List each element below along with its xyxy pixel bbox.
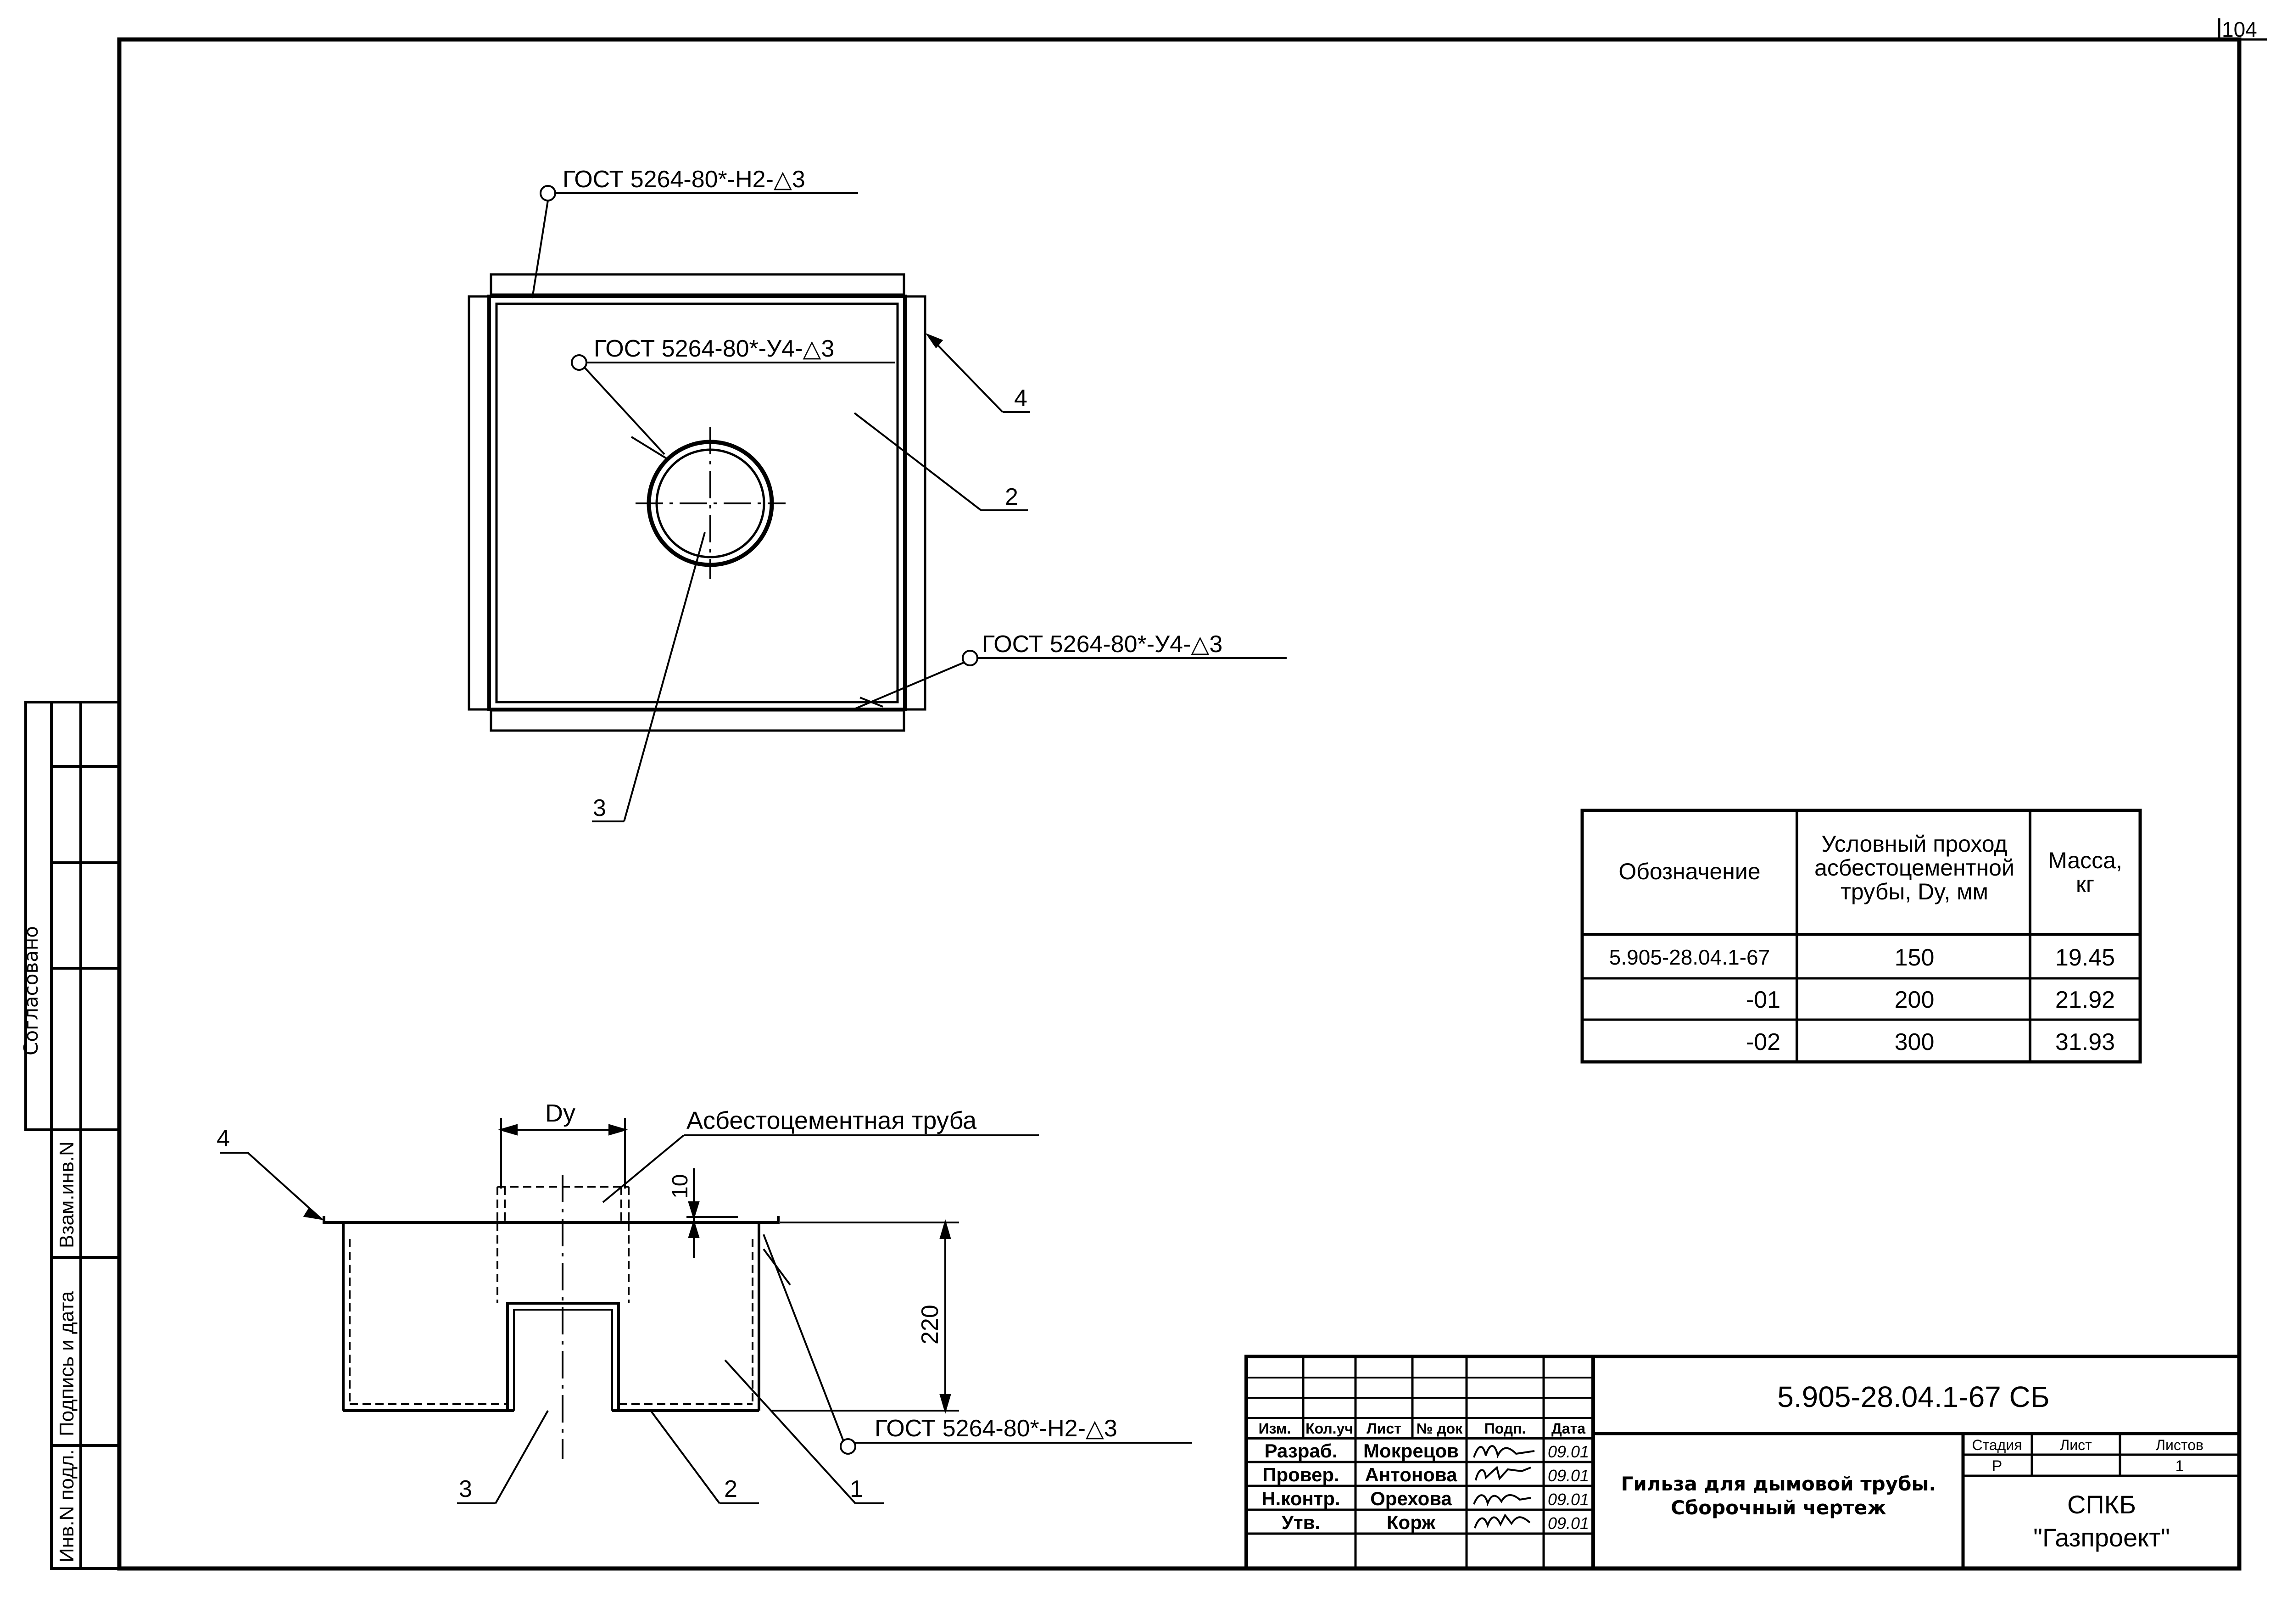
sheets-label: Листов [2156,1437,2203,1453]
date-norm-control: 09.01 [1548,1490,1589,1509]
role-checker: Провер. [1262,1464,1339,1485]
table-row-designation: -01 [1746,987,1780,1013]
side-sign-date-label: Подпись и дата [56,1291,78,1436]
doc-title-line-2: Сборочный чертеж [1671,1496,1886,1519]
top-pos-3: 3 [593,795,606,821]
sheet-label: Лист [2060,1437,2092,1453]
stage-value: Р [1992,1457,2003,1475]
section-pos-4: 4 [217,1125,230,1152]
table-header-designation: Обозначение [1618,859,1760,884]
date-developer: 09.01 [1548,1442,1589,1461]
role-developer: Разраб. [1265,1440,1338,1462]
doc-code: 5.905-28.04.1-67 СБ [1777,1380,2050,1413]
col-header-date: Дата [1551,1420,1585,1437]
org-line-2: "Газпроект" [2033,1523,2170,1552]
variants-table [1580,809,2142,1064]
side-stamp [24,701,121,1570]
sheet-frame [117,18,2267,1571]
name-checker: Антонова [1365,1464,1457,1485]
table-row-dy: 300 [1895,1029,1935,1055]
dim-220-label: 220 [917,1305,943,1345]
col-header-kol: Кол.уч [1305,1420,1353,1437]
col-header-sign: Подп. [1484,1420,1526,1437]
table-row-dy: 150 [1895,944,1935,971]
org-line-1: СПКБ [2067,1490,2136,1519]
date-checker: 09.01 [1548,1466,1589,1485]
table-row-mass: 19.45 [2055,944,2115,971]
name-developer: Мокрецов [1363,1440,1459,1462]
stage-label: Стадия [1972,1437,2022,1453]
top-view-leaders [531,185,1287,822]
role-norm-control: Н.контр. [1261,1488,1340,1509]
col-header-list: Лист [1367,1420,1401,1437]
section-pos-3: 3 [459,1476,472,1502]
role-approved: Утв. [1282,1512,1320,1533]
dim-dy-label: Dy [545,1099,575,1127]
date-approved: 09.01 [1548,1514,1589,1533]
doc-title-line-1: Гильза для дымовой трубы. [1621,1473,1936,1495]
top-pos-4: 4 [1014,385,1027,412]
table-row-designation: 5.905-28.04.1-67 [1609,945,1770,969]
weld-label-section: ГОСТ 5264-80*-Н2-△3 [875,1415,1117,1442]
name-approved: Корж [1387,1512,1436,1533]
col-header-doc: № док [1417,1420,1463,1437]
table-header-mass-2: кг [2076,871,2094,897]
weld-label-inner: ГОСТ 5264-80*-У4-△3 [594,335,834,362]
table-row-dy: 200 [1895,987,1935,1013]
side-agreed-label: Согласовано [20,926,42,1055]
top-view [468,273,926,732]
table-header-nominal-3: трубы, Dy, мм [1841,879,1988,904]
table-header-nominal-2: асбестоцементной [1814,855,2014,881]
name-norm-control: Орехова [1370,1488,1452,1509]
table-header-mass-1: Масса, [2048,848,2122,873]
weld-label-top: ГОСТ 5264-80*-Н2-△3 [563,166,805,193]
section-pos-1: 1 [850,1476,863,1502]
sheets-value: 1 [2175,1457,2184,1475]
dim-10-label: 10 [668,1174,692,1199]
signatures [1473,1445,1535,1529]
weld-label-bottom: ГОСТ 5264-80*-У4-△3 [982,631,1222,658]
table-row-designation: -02 [1746,1029,1780,1055]
asbestos-pipe-label: Асбестоцементная труба [686,1107,977,1134]
section-annotations [220,1118,1192,1504]
title-block [1244,1355,2241,1570]
table-row-mass: 21.92 [2055,987,2115,1013]
side-inv-replace-label: Взам.инв.N [56,1141,78,1248]
table-header-nominal-1: Условный проход [1821,831,2007,857]
col-header-izm: Изм. [1259,1420,1291,1437]
sheet-number: 104 [2222,17,2257,41]
table-row-mass: 31.93 [2055,1029,2115,1055]
section-pos-2: 2 [724,1476,737,1502]
side-inv-orig-label: Инв.N подл. [56,1450,78,1563]
top-pos-2: 2 [1005,484,1018,510]
